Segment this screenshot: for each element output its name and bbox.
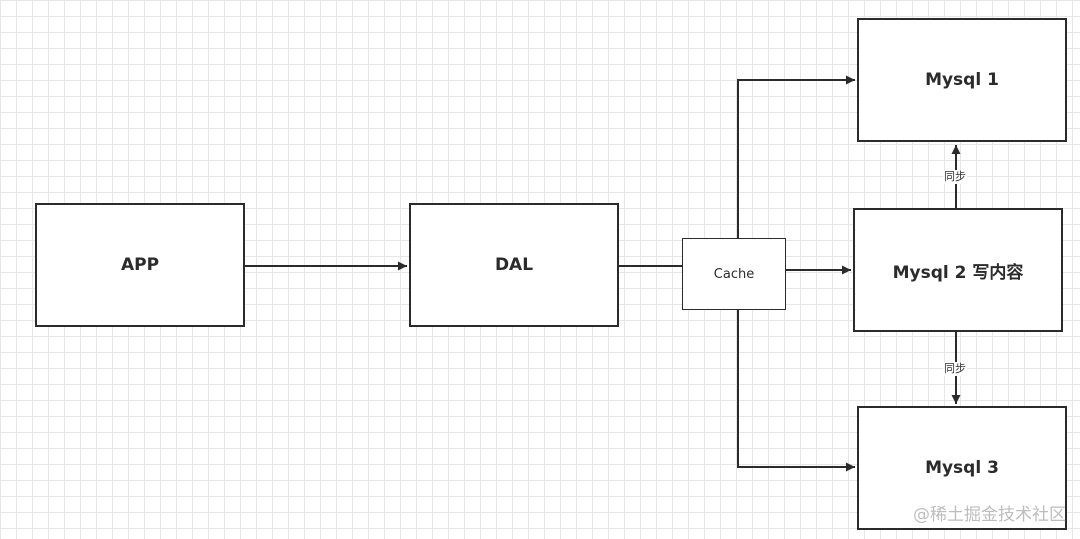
sync-label-upper: 同步 — [943, 170, 967, 184]
mysql3-node: Mysql 3 — [857, 406, 1067, 530]
cache-node: Cache — [682, 238, 786, 310]
edge-cache-to-mysql1 — [737, 75, 855, 238]
sync-label-lower: 同步 — [943, 362, 967, 376]
edge-cache-to-mysql3 — [737, 310, 855, 472]
mysql2-node: Mysql 2 写内容 — [853, 208, 1063, 332]
app-node: APP — [35, 203, 245, 327]
mysql1-node: Mysql 1 — [857, 18, 1067, 142]
watermark-text: @稀土掘金技术社区 — [913, 505, 1066, 525]
dal-node: DAL — [409, 203, 619, 327]
